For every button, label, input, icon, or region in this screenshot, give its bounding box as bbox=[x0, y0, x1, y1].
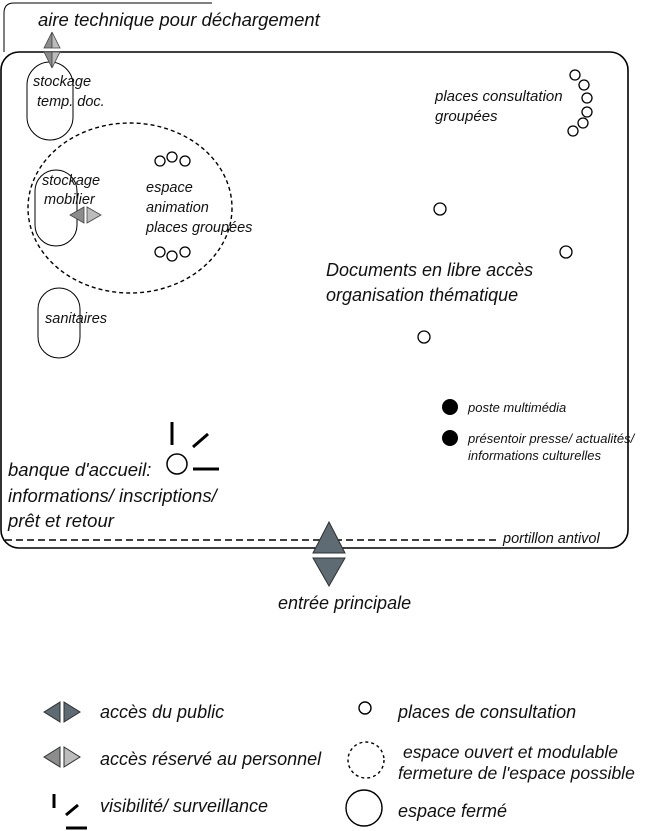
group-consultation-label-2: groupées bbox=[435, 108, 498, 125]
main-entrance-label: entrée principale bbox=[278, 593, 412, 613]
seat-circle bbox=[154, 155, 166, 167]
multimedia-label: poste multimédia bbox=[468, 400, 567, 415]
visibility-diagonal-stroke bbox=[65, 803, 79, 817]
staff-access-down-right bbox=[51, 51, 61, 69]
legend-visibility-symbol bbox=[52, 794, 87, 830]
storage-furniture-label-1: stockage bbox=[42, 173, 101, 189]
animation-label-3: places groupées bbox=[146, 220, 253, 236]
press-point bbox=[442, 430, 458, 446]
seat-circle bbox=[433, 202, 447, 216]
toilets-space bbox=[37, 287, 81, 359]
seat-circle bbox=[577, 117, 589, 129]
press-label-2: informations culturelles bbox=[468, 448, 601, 463]
staff-access-left-triangle bbox=[69, 206, 85, 224]
consultation-seats bbox=[417, 202, 573, 344]
seat-circle bbox=[569, 69, 581, 81]
legend-open-space-label-1: espace ouvert et modulable bbox=[403, 742, 618, 762]
legend-open-space-circle bbox=[347, 741, 385, 779]
visibility-diagonal-stroke bbox=[192, 432, 209, 449]
staff-access-up-left bbox=[43, 31, 53, 49]
staff-access-down-left bbox=[43, 51, 53, 69]
seat-circle bbox=[581, 92, 593, 104]
legend-consultation-seats-label: places de consultation bbox=[398, 702, 577, 722]
antitheft-gate-label: portillon antivol bbox=[503, 531, 600, 547]
legend-public-left-triangle bbox=[43, 701, 61, 723]
seat-circle bbox=[581, 106, 593, 118]
legend-public-right-triangle bbox=[63, 701, 81, 723]
seat-circle bbox=[166, 151, 178, 163]
animation-seats-top bbox=[154, 151, 191, 167]
animation-open-space bbox=[27, 122, 233, 294]
legend-staff-right-triangle bbox=[63, 746, 81, 768]
storage-furniture-space bbox=[34, 169, 78, 247]
group-consultation-label-1: places consultation bbox=[435, 88, 563, 105]
seat-circle bbox=[567, 125, 579, 137]
open-documents-label-2: organisation thématique bbox=[326, 285, 519, 305]
storage-furniture-label-2: mobilier bbox=[44, 192, 95, 208]
building-outline bbox=[0, 51, 629, 549]
reception-desk-circle bbox=[166, 453, 188, 475]
seat-circle bbox=[166, 250, 178, 262]
reception-label-1: banque d'accueil: bbox=[8, 459, 152, 480]
technical-area-label: aire technique pour déchargement bbox=[38, 9, 320, 30]
seat-circle bbox=[179, 246, 191, 258]
staff-access-up-right bbox=[51, 31, 61, 49]
seat-circle bbox=[578, 79, 590, 91]
legend-seat-circle bbox=[358, 701, 372, 715]
reception-label-3: prêt et retour bbox=[8, 510, 114, 531]
legend-staff-access-label: accès réservé au personnel bbox=[100, 749, 322, 769]
legend-closed-space-label: espace fermé bbox=[398, 801, 508, 821]
seat-circle bbox=[179, 155, 191, 167]
technical-area-outline bbox=[3, 2, 212, 52]
multimedia-point bbox=[442, 399, 458, 415]
legend-closed-space-circle bbox=[345, 789, 383, 827]
legend-staff-left-triangle bbox=[43, 746, 61, 768]
group-consultation-seats bbox=[567, 69, 593, 137]
animation-seats-bottom bbox=[154, 246, 191, 262]
legend-open-space-label-2: fermeture de l'espace possible bbox=[398, 763, 635, 783]
reception-label-2: informations/ inscriptions/ bbox=[8, 485, 217, 506]
storage-temp-label-1: stockage bbox=[33, 74, 92, 90]
entrance-up-triangle bbox=[312, 520, 346, 554]
visibility-symbol bbox=[170, 422, 219, 471]
animation-label-1: espace bbox=[146, 180, 193, 196]
toilets-label: sanitaires bbox=[45, 311, 108, 327]
animation-label-2: animation bbox=[146, 200, 209, 216]
staff-access-right-triangle bbox=[86, 206, 102, 224]
entrance-down-triangle bbox=[312, 557, 346, 588]
press-label-1: présentoir presse/ actualités/ bbox=[468, 431, 635, 446]
legend-public-access-label: accès du public bbox=[100, 702, 225, 722]
seat-circle bbox=[559, 245, 573, 259]
storage-temp-label-2: temp. doc. bbox=[37, 94, 105, 110]
seat-circle bbox=[154, 246, 166, 258]
open-documents-label-1: Documents en libre accès bbox=[326, 260, 534, 280]
legend-visibility-label: visibilité/ surveillance bbox=[100, 796, 269, 816]
seat-circle bbox=[417, 330, 431, 344]
